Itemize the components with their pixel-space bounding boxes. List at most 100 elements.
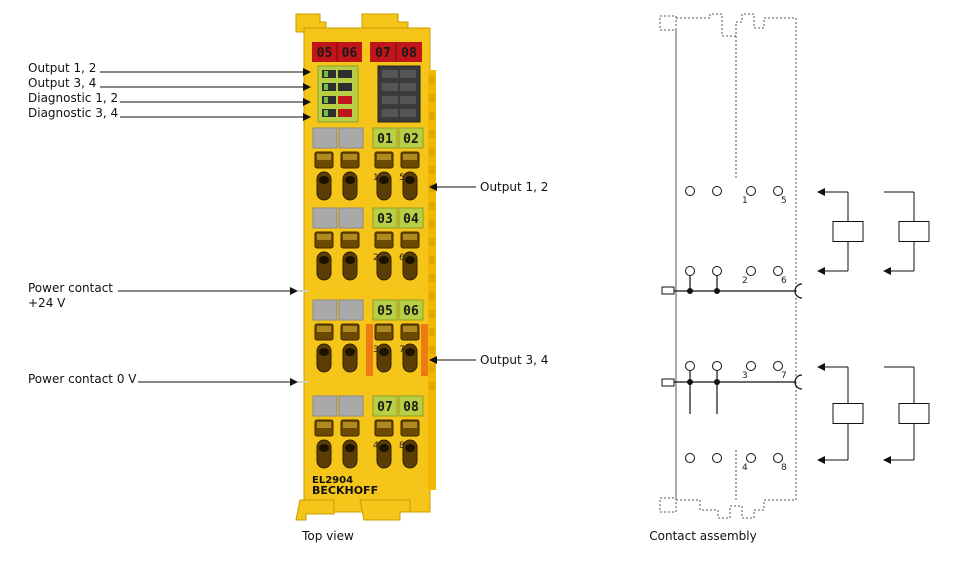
bottom-clip-right (359, 499, 411, 521)
contact-point (773, 186, 783, 196)
spring-release-tab (403, 326, 417, 332)
junction-dot (714, 288, 720, 294)
side-slot (429, 274, 435, 282)
wire-entry-hole (345, 444, 355, 452)
status-led (338, 83, 352, 91)
spring-release-tab (403, 154, 417, 160)
side-slot (429, 76, 435, 84)
channel-label (372, 299, 398, 321)
pin-number: 8 (399, 441, 405, 451)
wire-entry-hole (379, 256, 389, 264)
channel-number: 02 (403, 132, 419, 147)
label-blank (338, 127, 364, 149)
label-output-34: Output 3, 4 (28, 76, 96, 90)
status-led (324, 84, 328, 90)
channel-number: 04 (403, 212, 419, 227)
wire-entry-hole (319, 348, 329, 356)
status-led (338, 70, 352, 78)
status-led (324, 97, 328, 103)
contact-point (746, 361, 756, 371)
contact-point (685, 453, 695, 463)
pin-number: 2 (373, 253, 379, 263)
status-led (382, 109, 398, 117)
status-led (382, 70, 398, 78)
label-power-contact-24-value: +24 V (28, 296, 66, 310)
label-blank (312, 395, 338, 417)
wire-entry-hole (405, 444, 415, 452)
side-slot (429, 328, 435, 336)
spring-release-tab (343, 422, 357, 428)
pin-number: 7 (399, 345, 405, 355)
spring-release-tab (377, 326, 391, 332)
channel-label (398, 207, 424, 229)
side-slot (429, 364, 435, 372)
wire-entry-hole (319, 256, 329, 264)
label-blank (338, 299, 364, 321)
led-panel (317, 65, 421, 123)
status-led (400, 83, 416, 91)
brand-logo: BECKHOFF (312, 484, 378, 497)
status-led (322, 83, 336, 91)
spring-release-tab (377, 422, 391, 428)
side-slot (429, 112, 435, 120)
status-led (400, 96, 416, 104)
status-led (324, 71, 328, 77)
contact-number: 8 (781, 463, 787, 473)
contact-point (712, 453, 722, 463)
side-slot (429, 292, 435, 300)
contact-point (746, 453, 756, 463)
orange-strip (421, 324, 428, 376)
channel-number: 08 (403, 400, 419, 415)
wire-entry-hole (405, 348, 415, 356)
contact-number: 2 (742, 276, 748, 286)
label-blank (312, 207, 338, 229)
header-number: 07 (375, 46, 391, 61)
contact-point (685, 266, 695, 276)
junction-dot (687, 379, 693, 385)
channel-number: 01 (377, 132, 393, 147)
label-blank (312, 299, 338, 321)
header-number: 05 (317, 46, 333, 61)
left-callouts: Output 1, 2 Output 3, 4 Diagnostic 1, 2 … (28, 61, 311, 386)
status-led (400, 70, 416, 78)
side-slot (429, 130, 435, 138)
label-blank (312, 127, 338, 149)
label-power-contact-0: Power contact 0 V (28, 372, 137, 386)
channel-label (372, 395, 398, 417)
status-led (324, 110, 328, 116)
channel-label (372, 127, 398, 149)
contact-point (712, 361, 722, 371)
label-power-contact-24: Power contact (28, 281, 113, 295)
status-led (322, 109, 336, 117)
pin-number: 1 (373, 173, 379, 183)
side-slot (429, 310, 435, 318)
wire-entry-hole (379, 348, 389, 356)
channel-label (398, 299, 424, 321)
side-slot (429, 220, 435, 228)
channel-number: 05 (377, 304, 393, 319)
status-led (382, 96, 398, 104)
caption-top-view: Top view (301, 529, 354, 543)
side-slot (429, 256, 435, 264)
contact-number: 6 (781, 276, 787, 286)
channel-label (398, 127, 424, 149)
status-led (400, 109, 416, 117)
contact-point (685, 186, 695, 196)
wire-entry-hole (345, 176, 355, 184)
bottom-clip-left (295, 499, 335, 521)
side-slot (429, 202, 435, 210)
status-led (338, 96, 352, 104)
load-coil (898, 403, 930, 424)
label-right-output-12: Output 1, 2 (480, 180, 548, 194)
orange-strip (366, 324, 373, 376)
load-coil (832, 221, 864, 242)
contact-number: 4 (742, 463, 748, 473)
load-coil (832, 403, 864, 424)
contact-number: 5 (781, 196, 787, 206)
status-led (382, 83, 398, 91)
contact-number: 7 (781, 371, 787, 381)
